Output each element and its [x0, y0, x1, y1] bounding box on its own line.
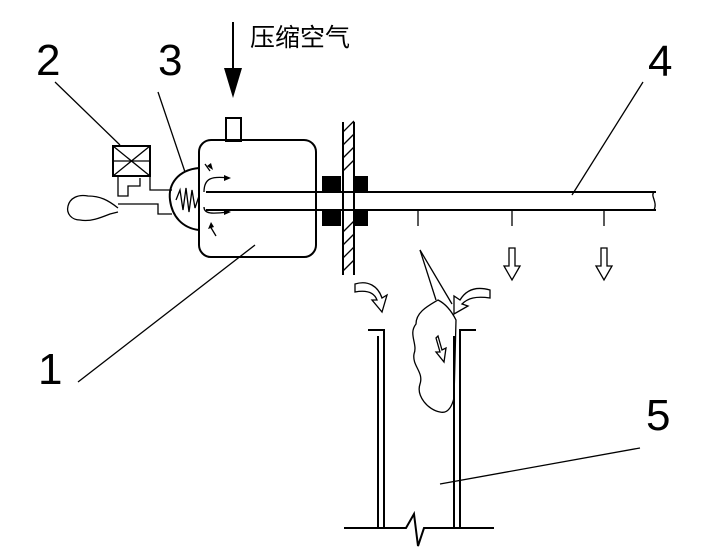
spray-puff	[66, 194, 119, 222]
chamber-flow-arrows	[203, 163, 231, 237]
down-arrow-icon	[594, 247, 614, 282]
label-5: 5	[646, 391, 670, 440]
leader-lines	[54, 81, 644, 485]
curved-arrow-left-icon	[354, 282, 389, 314]
container-walls	[344, 329, 494, 547]
solenoid-actuator	[112, 145, 172, 215]
mist-down-arrow-icon	[434, 334, 447, 364]
pipe-outlet-stubs	[417, 210, 605, 226]
spray-cone-line	[419, 249, 453, 305]
mist-cloud	[412, 299, 457, 413]
label-4: 4	[648, 37, 672, 86]
label-3: 3	[158, 36, 182, 85]
spring-icon	[175, 187, 200, 213]
compressed-air-arrow	[224, 22, 242, 98]
curved-arrow-right-icon	[453, 287, 491, 316]
wall-section	[342, 120, 355, 275]
spray-cone-line	[419, 249, 437, 301]
down-arrow-icon	[502, 247, 522, 282]
compressed-air-label: 压缩空气	[250, 23, 350, 52]
mixing-chamber	[198, 139, 317, 258]
spray-pipe	[206, 191, 656, 211]
label-2: 2	[36, 36, 60, 85]
label-1: 1	[38, 345, 62, 394]
spray-nozzle-dome	[168, 167, 200, 231]
air-inlet-nozzle	[225, 117, 242, 142]
pipe-flange	[322, 176, 368, 226]
